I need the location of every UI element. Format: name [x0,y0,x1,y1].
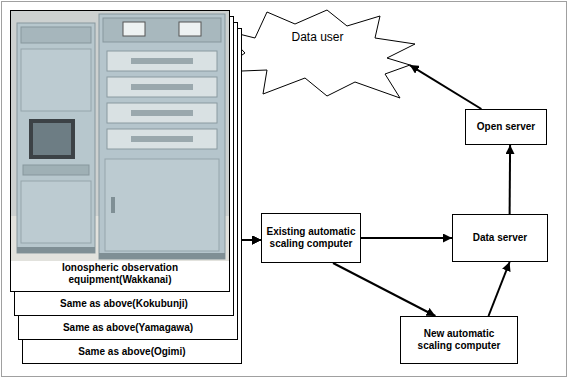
node-label: Same as above(Yamagawa) [63,322,193,334]
node-label: Data server [473,232,527,244]
flow-arrow [410,65,482,109]
node-label: Existing automatic scaling computer [266,226,356,250]
node-label: Data user [291,30,343,44]
flow-arrow [333,263,435,316]
equipment-photo [11,11,229,261]
process-box: New automatic scaling computer [400,316,518,364]
cloud-polygon [217,10,415,98]
flow-arrow [242,239,261,241]
cloud-shape: Data user [215,8,420,100]
flow-arrow [509,145,512,214]
node-label: Ionospheric observation equipment(Wakkan… [20,262,220,286]
process-box: Existing automatic scaling computer [261,213,361,263]
node-label: Open server [477,121,535,133]
process-box: Data server [452,214,548,262]
node-label: Same as above(Kokubunji) [60,298,188,310]
process-box: Open server [465,109,547,145]
flow-arrow [489,262,510,316]
cloud-outline [215,8,420,100]
node-label: New automatic scaling computer [409,328,509,352]
flow-arrow [361,237,452,239]
node-label: Same as above(Ogimi) [78,346,185,358]
